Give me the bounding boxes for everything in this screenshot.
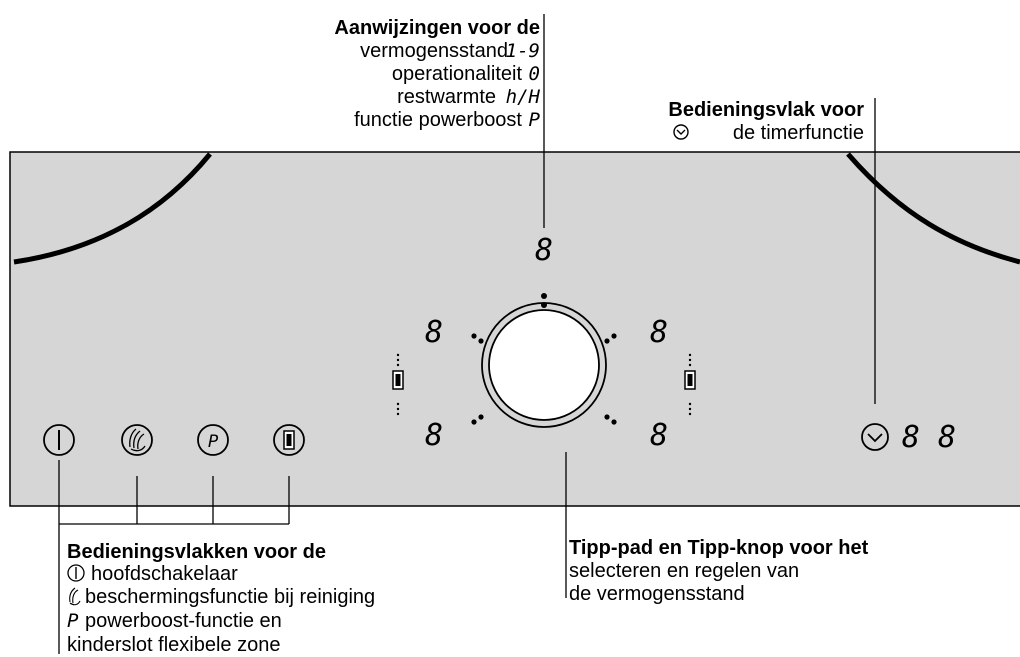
flex-zone-button[interactable] xyxy=(273,424,305,456)
main-switch-button[interactable] xyxy=(43,424,75,456)
top-callout-line-1: vermogensstand xyxy=(360,40,508,62)
controls-callout-line-2: beschermingsfunctie bij reiniging xyxy=(85,586,375,608)
display-timer: 8 8 xyxy=(902,420,956,455)
display-right-top: 8 xyxy=(650,315,668,350)
power-icon xyxy=(67,564,85,582)
display-left-bottom: 8 xyxy=(425,418,443,453)
top-callout-line-4: functie powerboost xyxy=(354,109,522,131)
timer-callout-title: Bedieningsvlak voor xyxy=(668,99,864,121)
top-callout-glyph-2: 0 xyxy=(529,63,540,85)
p-icon: P xyxy=(67,610,79,632)
top-callout-glyph-3: h/H xyxy=(506,86,541,108)
knob-callout-title: Tipp-pad en Tipp-knop voor het xyxy=(569,537,869,559)
top-callout-glyph-4: P xyxy=(529,109,541,131)
controls-callout-title: Bedieningsvlakken voor de xyxy=(67,541,326,563)
knob-indicator-dots xyxy=(471,293,617,425)
knob-callout-line-2: de vermogensstand xyxy=(569,583,745,605)
display-top: 8 xyxy=(535,233,553,268)
wipe-hand-icon xyxy=(69,587,81,606)
timer-callout-line: de timerfunctie xyxy=(733,122,864,144)
top-callout-glyph-1: 1-9 xyxy=(506,40,540,62)
flex-zone-indicator-left xyxy=(392,353,404,416)
timer-clock-icon xyxy=(673,124,689,140)
top-callout-title: Aanwijzingen voor de xyxy=(334,17,540,39)
powerboost-button[interactable]: P xyxy=(197,424,229,456)
controls-callout-line-1: hoofdschakelaar xyxy=(91,563,238,585)
display-right-bottom: 8 xyxy=(650,418,668,453)
controls-callout-line-4: kinderslot flexibele zone xyxy=(67,634,280,656)
tipp-knob[interactable] xyxy=(488,309,600,421)
cooking-zone-left xyxy=(13,152,212,265)
timer-button[interactable] xyxy=(861,423,889,451)
flex-zone-indicator-right xyxy=(684,353,696,416)
p-icon: P xyxy=(208,432,219,452)
top-callout-line-3: restwarmte xyxy=(397,86,496,108)
wipe-protection-button[interactable] xyxy=(121,424,153,456)
top-callout-line-2: operationaliteit xyxy=(392,63,523,85)
clock-icon xyxy=(867,433,883,443)
display-left-top: 8 xyxy=(425,315,443,350)
knob-callout-line-1: selecteren en regelen van xyxy=(569,560,799,582)
controls-callout-line-3: powerboost-functie en xyxy=(85,610,282,632)
leader-bottom-left xyxy=(58,460,290,654)
wipe-hand-icon xyxy=(129,428,146,452)
cooking-zone-right xyxy=(846,152,1020,265)
